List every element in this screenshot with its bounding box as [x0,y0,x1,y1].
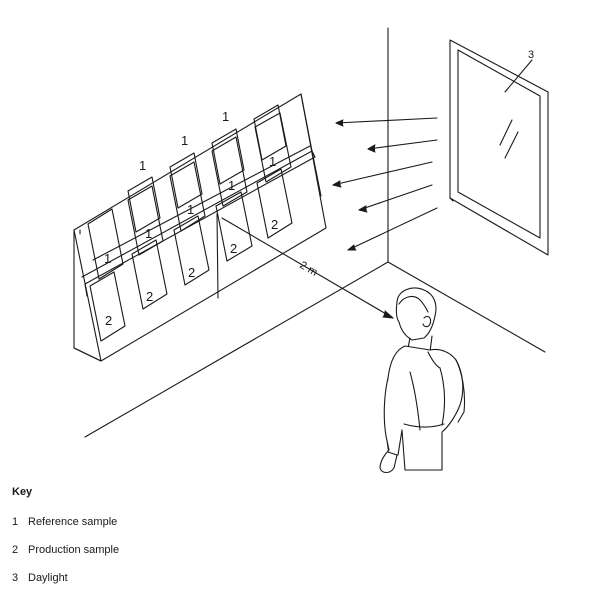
sample-label: 2 [271,217,278,232]
distance-label: 2 m [298,259,320,279]
legend-item: 2 Production sample [12,542,119,558]
legend-label: Production sample [28,544,120,556]
sample-card [253,104,287,161]
legend: Key 1 Reference sample 2 Production samp… [12,486,119,598]
legend-label: Daylight [28,572,68,584]
sample-card [254,112,292,183]
sample-cards [87,112,293,342]
sample-label: 1 [181,133,188,148]
daylight-arrows [332,117,438,251]
sample-card [173,215,210,286]
sample-label: 1 [228,178,235,193]
viewing-booth-diagram: 3 [73,27,549,474]
sample-label: 1 [222,109,229,124]
window: 3 [449,39,549,256]
sample-card [87,208,124,280]
sample-card [89,271,126,342]
legend-item: 3 Daylight [12,570,119,586]
legend-item: 1 Reference sample [12,514,119,530]
legend-title: Key [12,486,33,498]
floor-right-line [387,261,546,353]
sample-label: 1 [187,202,194,217]
legend-label: Reference sample [28,516,118,528]
sample-card [169,161,206,232]
sample-card [256,168,293,239]
sample-card [211,128,245,185]
top-shelf-cards [127,104,287,233]
legend-number: 1 [12,516,19,528]
sample-card [127,176,161,233]
sample-label: 1 [145,226,152,241]
sample-card [215,191,253,262]
sample-label: 2 [105,313,112,328]
sample-labels: 1 1 1 1 1 1 1 1 2 2 2 2 2 2 [104,109,278,328]
sample-label: 1 [104,251,111,266]
sample-label: 1 [139,158,146,173]
sample-label: 1 [269,154,276,169]
legend-number: 2 [12,544,19,556]
sample-card [169,152,203,209]
window-label: 3 [528,49,534,61]
sample-label: 2 [230,241,237,256]
legend-number: 3 [12,572,19,584]
sample-card [131,239,168,310]
sample-label: 2 [146,289,153,304]
sample-card [211,136,248,207]
observer-figure [379,287,466,474]
floor-left-line [84,261,389,438]
sample-card [127,185,164,256]
sample-label: 2 [188,265,195,280]
